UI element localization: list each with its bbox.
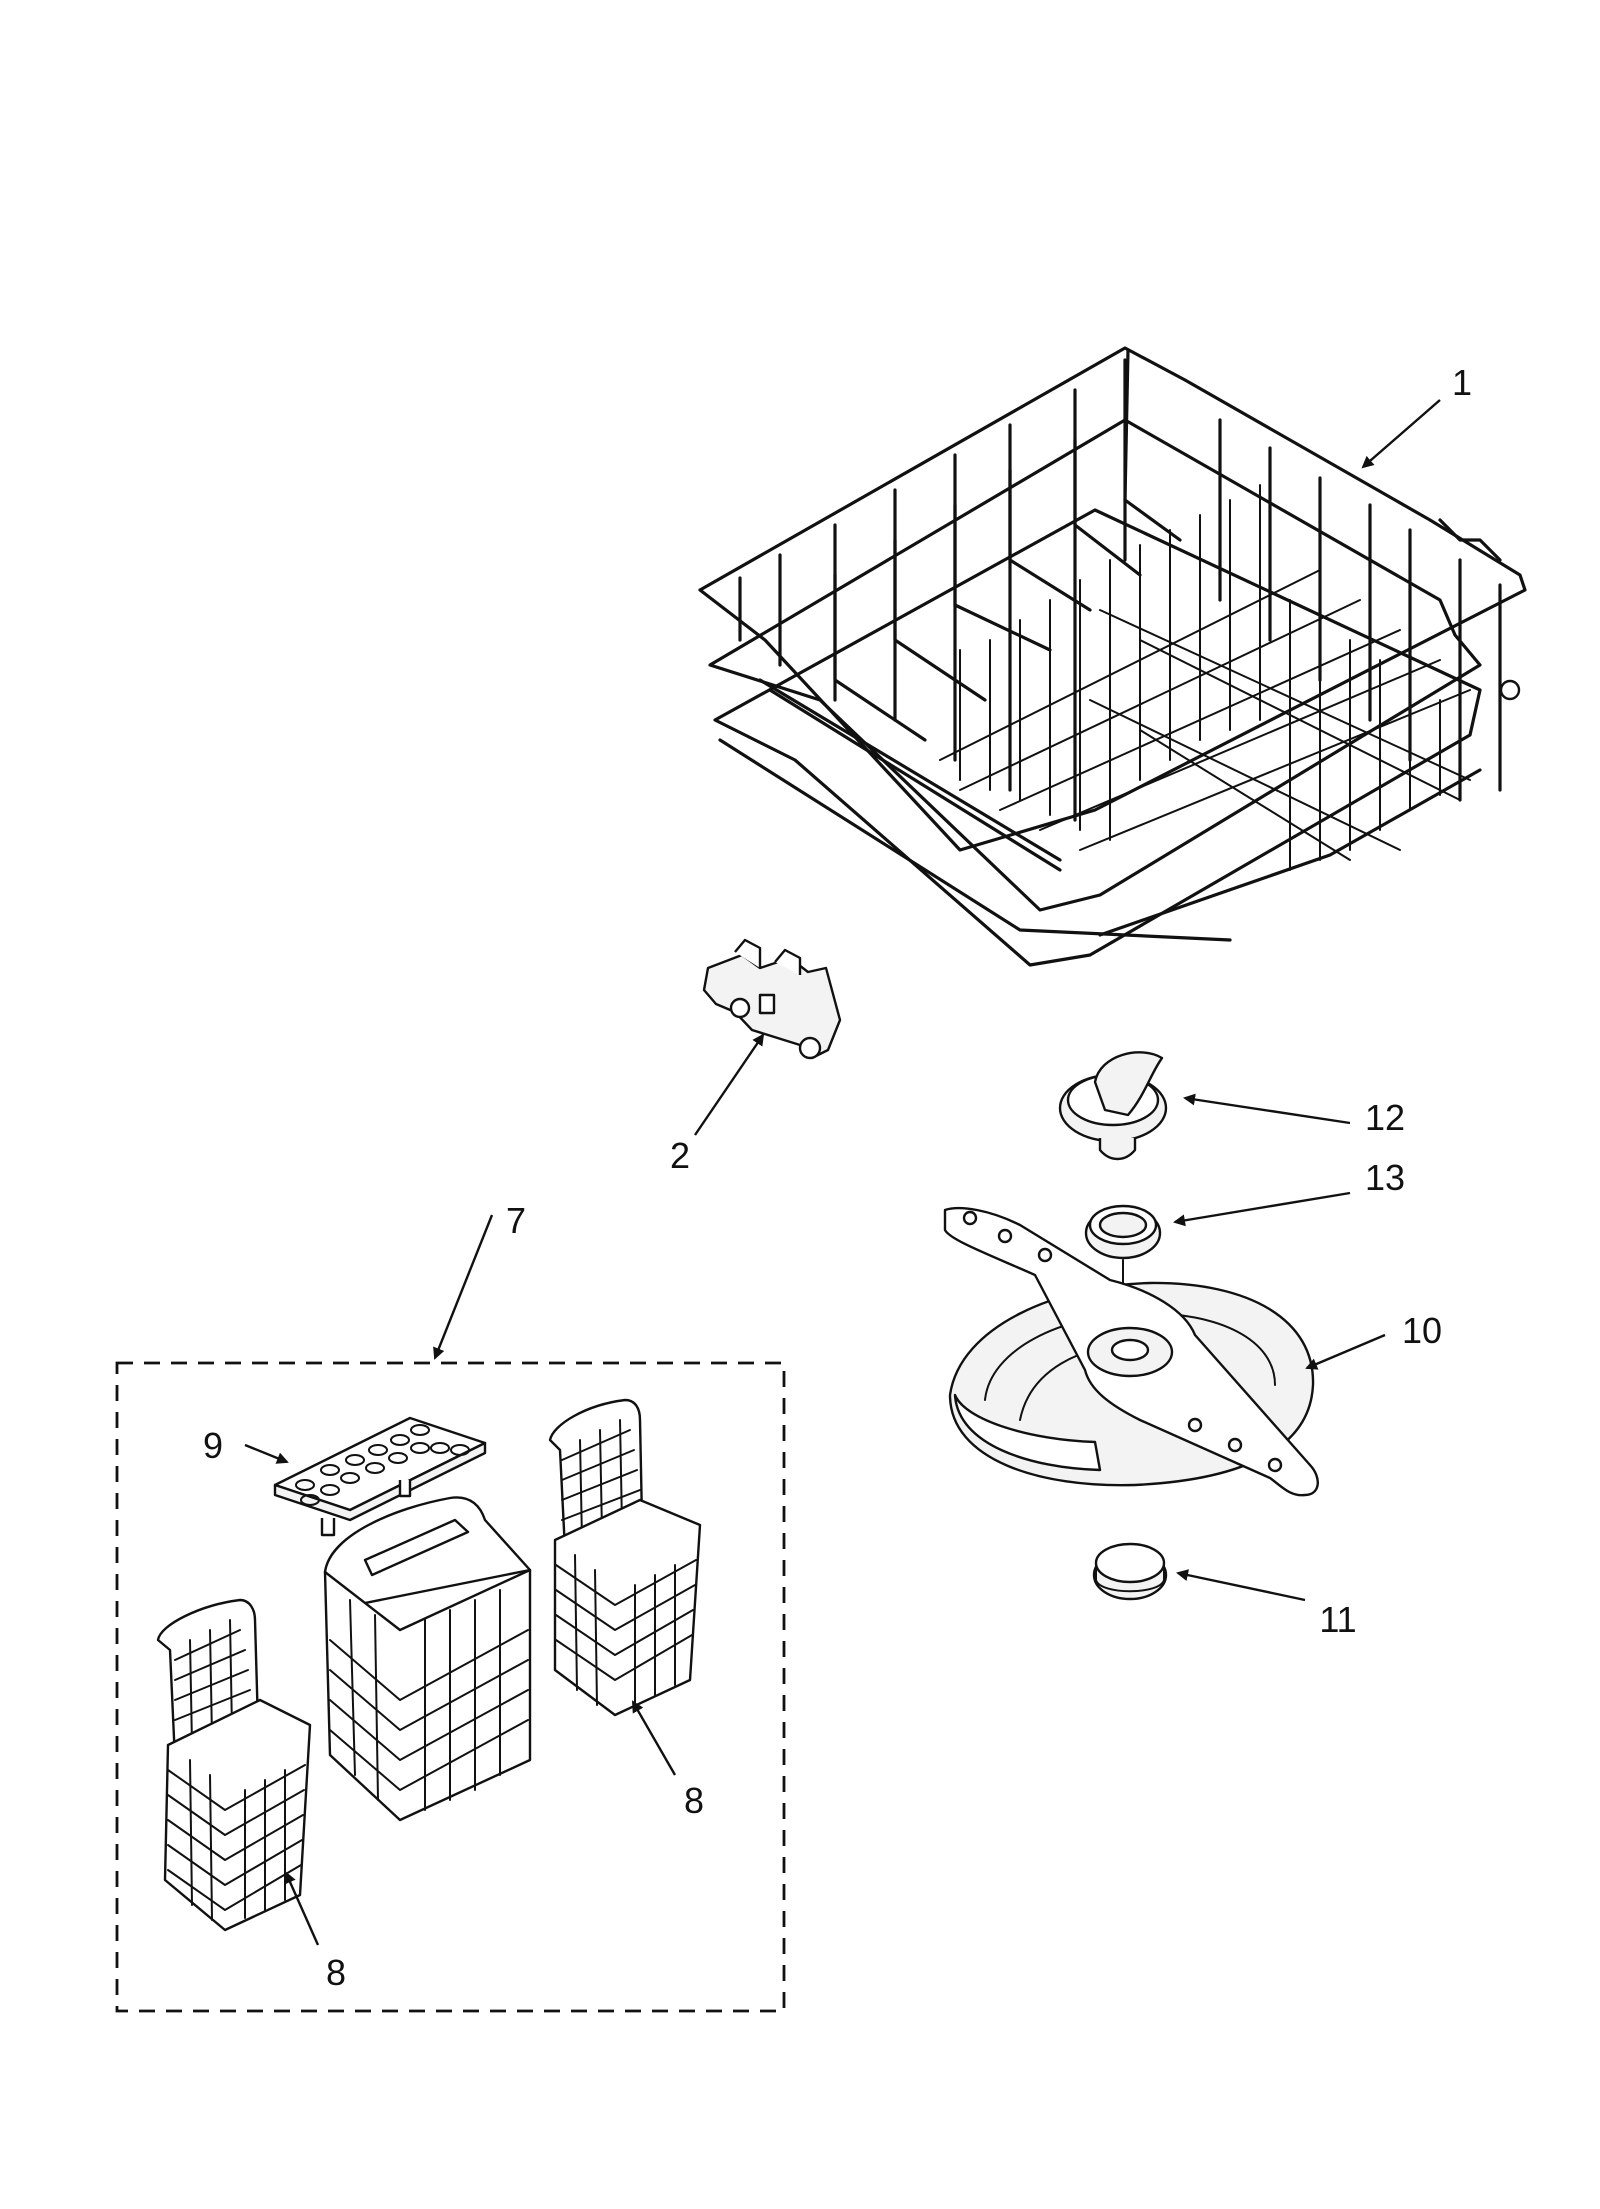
callout-8-right: 8 [684, 1780, 704, 1821]
callout-7: 7 [506, 1200, 526, 1241]
leader-8-left [284, 1871, 320, 1946]
leader-10 [1305, 1333, 1386, 1370]
rack-tines-left [738, 348, 1182, 822]
leader-7 [433, 1214, 494, 1360]
callout-8-left: 8 [326, 1952, 346, 1993]
rack-inner-tines [959, 484, 1441, 871]
rack-wheel-icon [1499, 679, 1521, 701]
left-basket-part [156, 1598, 312, 1932]
rack-cross-wires [939, 569, 1471, 861]
basket-cover-part [273, 1416, 487, 1537]
right-basket-part [548, 1398, 702, 1717]
callout-13: 13 [1365, 1157, 1405, 1198]
spray-arm-filter-part [943, 1206, 1319, 1497]
leader-1 [1361, 399, 1441, 469]
callout-9: 9 [203, 1425, 223, 1466]
bearing-ring-part [1084, 1204, 1162, 1301]
leader-2 [694, 1033, 765, 1136]
leader-8-right [631, 1700, 677, 1776]
callout-11: 11 [1319, 1599, 1356, 1640]
rack-roller-part [702, 938, 842, 1060]
callout-10: 10 [1402, 1310, 1442, 1351]
center-basket-part [323, 1496, 532, 1822]
callout-labels: 1 2 7 8 8 9 10 11 12 13 [203, 362, 1472, 1993]
leader-13 [1173, 1191, 1351, 1227]
dishrack-part [698, 346, 1527, 967]
leader-lines [244, 399, 1441, 1946]
callout-12: 12 [1365, 1097, 1405, 1138]
leader-11 [1176, 1569, 1306, 1602]
callout-1: 1 [1452, 362, 1472, 403]
leader-9 [244, 1443, 289, 1464]
leader-12 [1183, 1093, 1351, 1125]
seal-ring-part [1092, 1542, 1168, 1601]
callout-2: 2 [670, 1135, 690, 1176]
nut-cap-part [1058, 1051, 1168, 1161]
basket-assembly-outline [115, 1361, 786, 2013]
